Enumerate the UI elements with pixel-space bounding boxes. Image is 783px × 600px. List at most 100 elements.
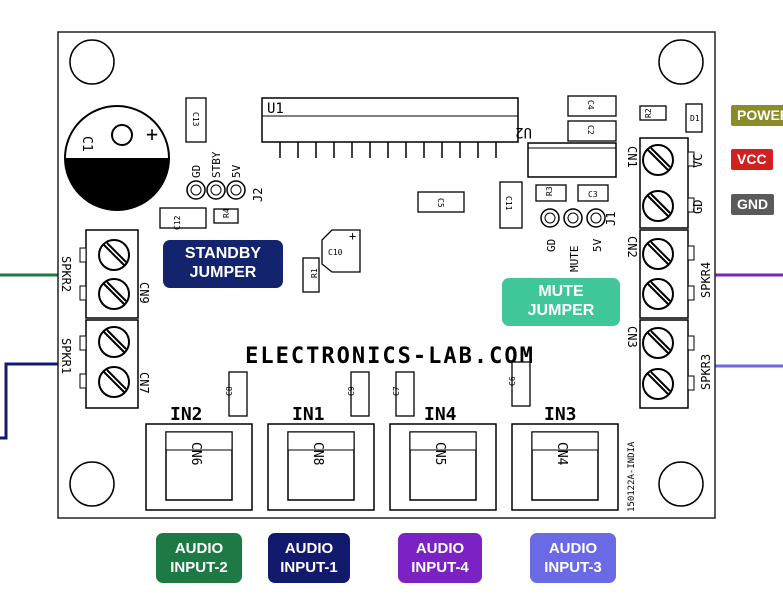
spkr1-label: SPKR1 [59, 338, 73, 374]
site-label: ELECTRONICS-LAB.COM [245, 344, 535, 369]
audio-input-2-line2: INPUT-2 [170, 559, 228, 576]
mounting-hole-bl [69, 461, 115, 507]
mounting-hole-tr [658, 39, 704, 85]
spkr3-label: SPKR3 [699, 354, 713, 390]
u2-label: U2 [515, 124, 532, 140]
cn8-label: CN8 [310, 442, 325, 465]
standby-tag-line2: JUMPER [189, 264, 257, 281]
cn1-label: CN1 [625, 146, 639, 168]
capacitor-c5: C5 [417, 191, 465, 213]
cn7-label: CN7 [137, 372, 151, 394]
capacitor-c2: C2 [567, 120, 617, 142]
audio-input-1-line1: AUDIO [284, 540, 334, 557]
c1-plus: + [146, 122, 158, 146]
terminal-spkr1: SPKR1 CN7 [59, 319, 151, 409]
audio-input-1-line2: INPUT-1 [280, 559, 338, 576]
ic-u2: U2 [515, 124, 617, 178]
capacitor-c4: C4 [567, 95, 617, 117]
standby-jumper-tag: STANDBY JUMPER [163, 240, 283, 288]
mounting-hole-tl [69, 39, 115, 85]
audio-input-4-line1: AUDIO [415, 540, 465, 557]
spkr2-label: SPKR2 [59, 256, 73, 292]
svg-text:C4: C4 [586, 100, 595, 110]
terminal-spkr3: CN3 SPKR3 [625, 319, 713, 409]
u1-pins [279, 142, 497, 158]
c8-label: C8 [225, 386, 234, 396]
svg-text:C11: C11 [504, 196, 513, 211]
c7-label: C7 [392, 386, 401, 396]
capacitor-c12: C12 [159, 207, 207, 230]
svg-text:R2: R2 [644, 108, 653, 118]
cn4-label: CN4 [554, 442, 569, 466]
audio-input-3-line1: AUDIO [548, 540, 598, 557]
audio-input-4-line2: INPUT-4 [411, 559, 469, 576]
jumper-j2: GD STBY 5V J2 [186, 151, 265, 202]
cn1-pin-vc: VC [691, 154, 705, 168]
j1-pin-mute: MUTE [568, 246, 581, 273]
c9-label: C9 [347, 386, 356, 396]
svg-text:R1: R1 [310, 268, 319, 278]
audio-input-2-tag: AUDIO INPUT-2 [156, 533, 242, 583]
capacitor-c1: C1 + [64, 105, 170, 211]
audio-input-3-tag: AUDIO INPUT-3 [530, 533, 616, 583]
audio-input-1-tag: AUDIO INPUT-1 [268, 533, 350, 583]
audio-input-3-line2: INPUT-3 [544, 559, 602, 576]
audio-input-4-tag: AUDIO INPUT-4 [398, 533, 482, 583]
in3-label: IN3 [544, 404, 577, 425]
capacitor-c11: C11 [499, 181, 523, 229]
input-in1: IN1 C9 CN8 [267, 371, 375, 511]
svg-text:C3: C3 [588, 190, 598, 199]
power-tag: POWER [731, 105, 783, 126]
mute-tag-line2: JUMPER [527, 302, 595, 319]
j1-pin-gd: GD [545, 239, 558, 252]
svg-text:D1: D1 [690, 114, 700, 123]
standby-tag-line1: STANDBY [184, 245, 262, 262]
u1-label: U1 [267, 101, 284, 117]
j1-label: J1 [604, 212, 618, 226]
svg-text:C2: C2 [586, 125, 595, 135]
svg-text:C13: C13 [191, 112, 200, 127]
mounting-hole-br [658, 461, 704, 507]
cn9-label: CN9 [137, 282, 151, 304]
svg-text:C5: C5 [436, 198, 445, 208]
in2-label: IN2 [170, 404, 203, 425]
j2-pin-5v: 5V [230, 164, 243, 178]
svg-text:C12: C12 [173, 215, 182, 230]
in1-label: IN1 [292, 404, 325, 425]
in4-label: IN4 [424, 404, 457, 425]
ic-u1: U1 [261, 97, 519, 158]
resistor-r1: R1 [302, 257, 320, 293]
cn2-label: CN2 [625, 236, 639, 258]
spkr1-wire [0, 362, 90, 440]
spkr4-label: SPKR4 [699, 262, 713, 298]
capacitor-c10: C10 + [321, 229, 361, 273]
audio-input-2-line1: AUDIO [174, 540, 224, 557]
mute-jumper-tag: MUTE JUMPER [502, 278, 620, 326]
j1-pin-5v: 5V [591, 238, 604, 252]
input-in4: IN4 C7 CN5 [389, 371, 497, 511]
vcc-tag: VCC [731, 149, 773, 170]
capacitor-c13: C13 [185, 97, 207, 143]
jumper-j1: GD MUTE 5V J1 [540, 208, 618, 273]
input-in2: IN2 C8 CN6 [145, 371, 253, 511]
svg-text:+: + [349, 229, 356, 243]
svg-text:C10: C10 [328, 248, 343, 257]
c6-label: C6 [508, 376, 517, 386]
c1-label: C1 [79, 136, 94, 152]
capacitor-c3: C3 [577, 184, 609, 202]
diode-d1: D1 [685, 103, 703, 133]
terminal-cn1: CN1 VC GD [625, 137, 705, 229]
resistor-r4: R4 [213, 208, 239, 224]
svg-text:R4: R4 [222, 208, 231, 218]
cn1-pin-gd: GD [691, 200, 705, 214]
j2-pin-gd: GD [190, 165, 203, 178]
terminal-spkr4: CN2 SPKR4 [625, 229, 713, 319]
resistor-r2: R2 [639, 105, 667, 121]
resistor-r3: R3 [535, 184, 567, 202]
part-number: 150122A-INDIA [627, 441, 637, 512]
mute-tag-line1: MUTE [538, 283, 584, 300]
gnd-tag: GND [731, 194, 775, 215]
input-in3: IN3 C6 CN4 [508, 361, 619, 511]
j2-label: J2 [251, 188, 265, 202]
